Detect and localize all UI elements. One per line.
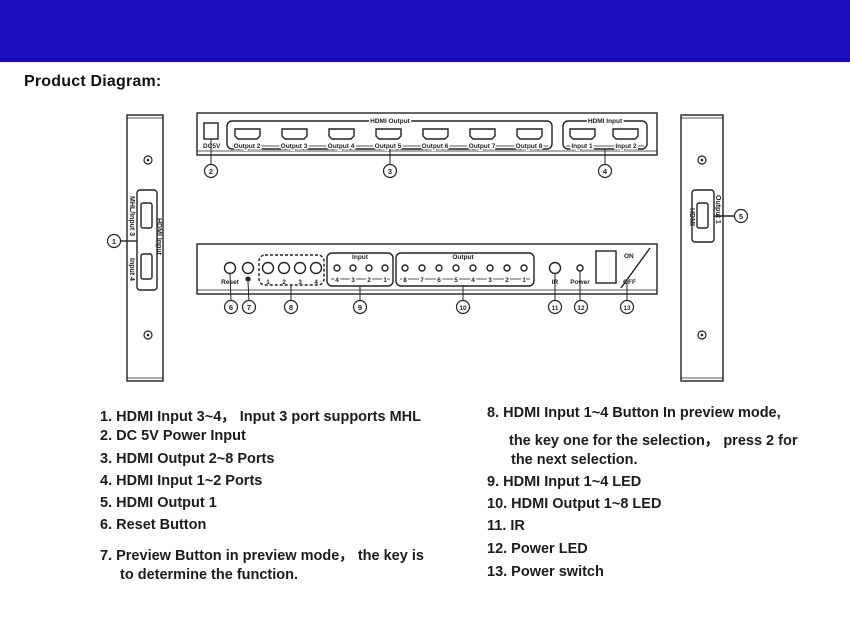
preview-number-4: 4 <box>314 279 318 286</box>
hdmi-output-ports <box>234 128 543 140</box>
output-8-label: Output 8 <box>516 143 543 150</box>
output-leds <box>395 252 535 287</box>
callout-circles <box>106 163 749 315</box>
input-led-number-1: 1 <box>383 277 387 284</box>
right-port-label-a: HDMI <box>688 208 695 226</box>
legend-left: 1. HDMI Input 3~4， Input 3 port supports… <box>100 405 480 595</box>
input-led-number-3: 3 <box>351 277 355 284</box>
output-4-label: Output 4 <box>328 143 355 150</box>
dc-power-jack <box>203 122 219 140</box>
product-diagram: MHL/Input 3 HDMI Input Input 4 <box>106 112 749 382</box>
output-6-label: Output 6 <box>422 143 449 150</box>
output-led-number-3: 3 <box>488 277 492 284</box>
legend-item-4: 4. HDMI Input 1~2 Ports <box>100 473 263 489</box>
legend-item-8-cont-a: the key one for the selection， press 2 f… <box>509 433 798 449</box>
output-led-number-2: 2 <box>505 277 509 284</box>
legend-item-8-cont-b: the next selection. <box>511 452 638 468</box>
right-port-label-b: Output 1 <box>714 195 721 224</box>
callout-6: 6 <box>229 303 233 312</box>
left-port-label-a: MHL/Input 3 <box>128 196 135 236</box>
left-side-panel <box>121 114 164 382</box>
callout-10: 10 <box>459 305 467 312</box>
output-7-label: Output 7 <box>469 143 496 150</box>
preview-number-1: 1 <box>266 279 270 286</box>
switch-off-label: OFF <box>623 279 636 286</box>
switch-on-label: ON <box>624 253 634 260</box>
hdmi-output-group-label: HDMI Output <box>370 118 411 125</box>
legend-item-12: 12. Power LED <box>487 541 588 557</box>
legend-item-6: 6. Reset Button <box>100 517 207 533</box>
page-title: Product Diagram: <box>24 73 162 90</box>
output-led-number-6: 6 <box>437 277 441 284</box>
output-led-group-label: Output <box>452 254 474 261</box>
callout-8: 8 <box>289 303 293 312</box>
callout-1: 1 <box>112 237 116 246</box>
input-led-number-2: 2 <box>367 277 371 284</box>
callout-13: 13 <box>623 305 631 312</box>
output-led-number-5: 5 <box>454 277 458 284</box>
legend-item-1: 1. HDMI Input 3~4， Input 3 port supports… <box>100 409 422 425</box>
legend-item-10: 10. HDMI Output 1~8 LED <box>487 496 662 512</box>
output-led-number-7: 7 <box>420 277 424 284</box>
output-led-number-8: 8 <box>403 277 407 284</box>
output-led-number-4: 4 <box>471 277 475 284</box>
legend-item-9: 9. HDMI Input 1~4 LED <box>487 474 642 490</box>
legend-item-8: 8. HDMI Input 1~4 Button In preview mode… <box>487 405 781 421</box>
power-led-label: Power <box>570 279 590 286</box>
reset-button <box>223 261 237 275</box>
input-1-label: Input 1 <box>571 143 593 150</box>
legend-item-7: 7. Preview Button in preview mode， the k… <box>100 548 424 564</box>
legend-item-11: 11. IR <box>487 518 525 534</box>
legend-item-13: 13. Power switch <box>487 564 604 580</box>
callout-12: 12 <box>577 305 585 312</box>
hdmi-input-group-label: HDMI Input <box>588 118 623 125</box>
callout-leaders <box>210 139 628 302</box>
callout-4: 4 <box>603 167 608 176</box>
input-2-label: Input 2 <box>615 143 637 150</box>
input-led-group-label: Input <box>352 254 369 261</box>
preview-button <box>241 261 255 282</box>
legend-item-5: 5. HDMI Output 1 <box>100 495 217 511</box>
left-port-label-c: Input 4 <box>128 258 135 281</box>
legend-item-3: 3. HDMI Output 2~8 Ports <box>100 451 275 467</box>
dc-jack-label: DC5V <box>203 143 221 150</box>
input-led-number-4: 4 <box>335 277 339 284</box>
output-2-label: Output 2 <box>234 143 261 150</box>
preview-number-2: 2 <box>282 279 286 286</box>
ir-label: IR <box>552 279 559 286</box>
power-switch <box>595 247 651 289</box>
reset-label: Reset <box>221 279 240 286</box>
callout-2: 2 <box>209 167 213 176</box>
callout-7: 7 <box>247 303 251 312</box>
header-banner <box>0 0 850 62</box>
output-led-number-1: 1 <box>522 277 526 284</box>
legend-item-7-cont: to determine the function. <box>120 567 299 583</box>
output-3-label: Output 3 <box>281 143 308 150</box>
right-side-panel <box>680 114 734 382</box>
callout-9: 9 <box>358 303 362 312</box>
callout-5: 5 <box>739 212 743 221</box>
left-port-label-b: HDMI Input <box>155 218 162 256</box>
hdmi-input-ports <box>569 128 639 140</box>
power-led <box>576 264 584 272</box>
legend-item-2: 2. DC 5V Power Input <box>100 428 246 444</box>
output-5-label: Output 5 <box>375 143 402 150</box>
ir-sensor <box>548 261 562 275</box>
legend-right: 8. HDMI Input 1~4 Button In preview mode… <box>487 405 827 595</box>
callout-11: 11 <box>552 305 559 312</box>
preview-number-3: 3 <box>298 279 302 286</box>
callout-3: 3 <box>388 167 392 176</box>
